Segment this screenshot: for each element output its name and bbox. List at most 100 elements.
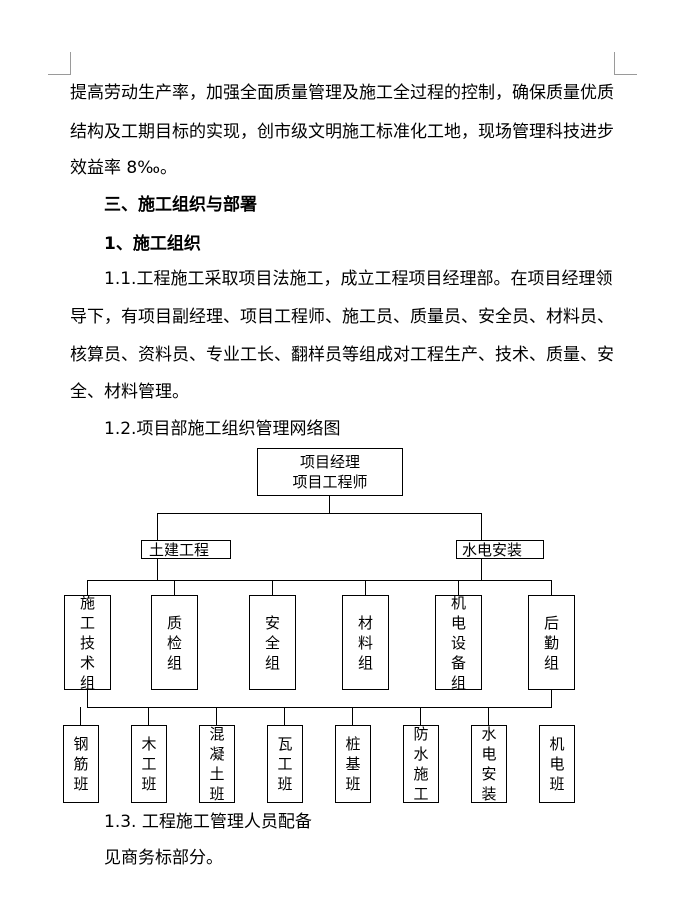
char: 电: [549, 755, 565, 773]
org-node-mep: 水电安装: [456, 540, 544, 559]
paragraph-line: 导下，有项目副经理、项目工程师、施工员、质量员、安全员、材料员、: [70, 307, 614, 327]
connector: [157, 513, 481, 514]
char: 凝: [209, 745, 225, 763]
paragraph-line: 全、材料管理。: [70, 382, 189, 402]
subheading: 1、施工组织: [104, 234, 201, 254]
connector: [157, 513, 158, 540]
paragraph-line: 结构及工期目标的实现，创市级文明施工标准化工地，现场管理科技进步: [70, 122, 614, 142]
paragraph-line: 提高劳动生产率，加强全面质量管理及施工全过程的控制，确保质量优质: [70, 83, 614, 103]
chart-caption: 1.2.项目部施工组织管理网络图: [104, 419, 341, 439]
org-node-group: 安 全 组: [249, 595, 296, 690]
org-node-team: 机 电 班: [539, 725, 575, 803]
connector: [87, 707, 552, 708]
char: 基: [345, 755, 361, 773]
char: 筋: [73, 755, 89, 773]
char: 材: [357, 613, 373, 632]
char: 班: [209, 785, 225, 803]
char: 全: [264, 633, 280, 652]
char: 水: [413, 745, 429, 763]
char: 电: [481, 745, 497, 763]
char: 装: [481, 785, 497, 803]
char: 电: [450, 613, 466, 632]
node-label: 项目工程师: [292, 473, 368, 491]
org-node-group: 材 料 组: [342, 595, 389, 690]
connector: [352, 707, 353, 725]
char: 工: [413, 785, 429, 803]
char: 术: [79, 653, 95, 672]
connector: [365, 580, 366, 595]
org-node-civil: 土建工程: [141, 540, 231, 559]
char: 备: [450, 653, 466, 672]
org-node-team: 木 工 班: [131, 725, 167, 803]
connector: [157, 558, 158, 580]
connector: [481, 513, 482, 540]
org-node-team: 桩 基 班: [335, 725, 371, 803]
char: 组: [79, 673, 95, 692]
char: 组: [357, 653, 373, 672]
char: 班: [277, 775, 293, 793]
org-node-group: 机 电 设 备 组: [435, 593, 482, 692]
char: 施: [413, 765, 429, 783]
char: 料: [357, 633, 373, 652]
org-node-group: 施 工 技 术 组: [64, 593, 111, 692]
paragraph-line: 核算员、资料员、专业工长、翻样员等组成对工程生产、技术、质量、安: [70, 345, 614, 365]
connector: [87, 580, 88, 595]
connector: [87, 689, 88, 707]
char: 机: [549, 735, 565, 753]
connector: [481, 558, 482, 580]
connector: [174, 580, 175, 595]
org-node-team: 混 凝 土 班: [199, 725, 235, 803]
char: 工: [79, 613, 95, 632]
char: 防: [413, 725, 429, 743]
connector: [87, 580, 552, 581]
org-node-team: 水 电 安 装: [471, 725, 507, 803]
connector: [551, 580, 552, 595]
char: 后: [543, 613, 559, 632]
paragraph-line: 1.1.工程施工采取项目法施工，成立工程项目经理部。在项目经理领: [104, 269, 613, 289]
char: 技: [79, 633, 95, 652]
char: 检: [166, 633, 182, 652]
connector: [284, 707, 285, 725]
char: 班: [345, 775, 361, 793]
connector: [272, 580, 273, 595]
margin-corner-top-left: [48, 52, 71, 75]
connector: [488, 707, 489, 725]
char: 桩: [345, 735, 361, 753]
paragraph-line: 效益率 8‰。: [70, 158, 178, 178]
connector: [148, 707, 149, 725]
subsection-heading: 1.3. 工程施工管理人员配备: [104, 812, 312, 832]
connector: [329, 495, 330, 513]
org-node-team: 防 水 施 工: [403, 725, 439, 803]
char: 机: [450, 593, 466, 612]
org-node-team: 钢 筋 班: [63, 725, 99, 803]
connector: [420, 707, 421, 725]
char: 瓦: [277, 735, 293, 753]
char: 施: [79, 593, 95, 612]
connector: [551, 689, 552, 707]
char: 混: [209, 725, 225, 743]
connector: [80, 707, 81, 725]
char: 工: [141, 755, 157, 773]
node-label: 项目经理: [299, 453, 360, 471]
char: 木: [141, 735, 157, 753]
char: 组: [166, 653, 182, 672]
char: 组: [543, 653, 559, 672]
connector: [216, 707, 217, 725]
org-node-group: 质 检 组: [151, 595, 198, 690]
char: 设: [450, 633, 466, 652]
char: 钢: [73, 735, 89, 753]
org-node-team: 瓦 工 班: [267, 725, 303, 803]
char: 班: [73, 775, 89, 793]
org-node-project-manager: 项目经理 项目工程师: [257, 448, 403, 496]
char: 工: [277, 755, 293, 773]
connector: [458, 580, 459, 595]
char: 组: [264, 653, 280, 672]
char: 安: [481, 765, 497, 783]
char: 质: [166, 613, 182, 632]
char: 勤: [543, 633, 559, 652]
section-heading: 三、施工组织与部署: [104, 195, 257, 215]
char: 水: [481, 725, 497, 743]
margin-corner-top-right: [614, 52, 637, 75]
char: 班: [549, 775, 565, 793]
char: 安: [264, 613, 280, 632]
